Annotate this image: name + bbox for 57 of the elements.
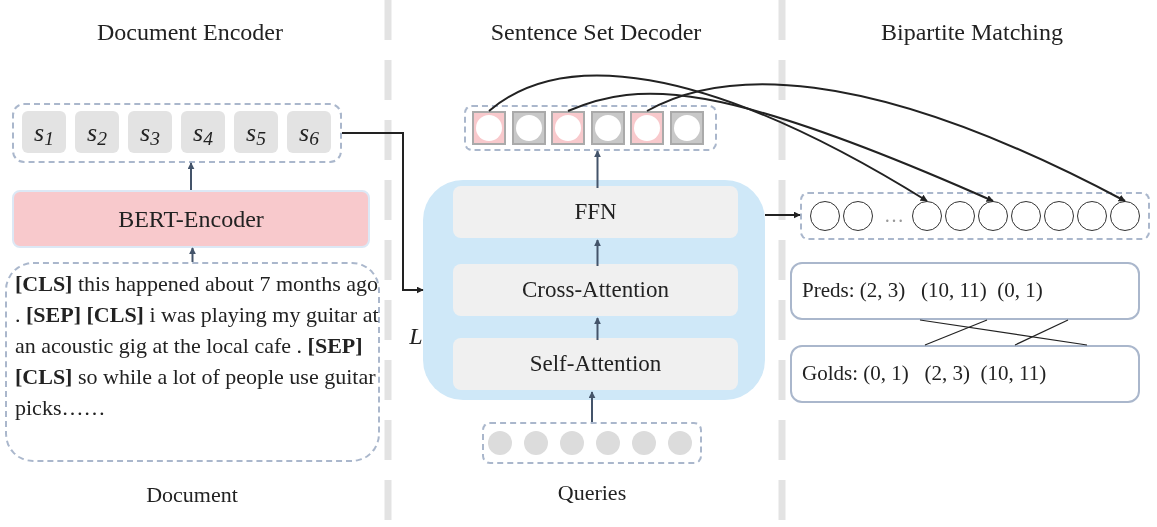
node-text: [CLS] this happened about 7 months ago . [SEP] [CLS] i was playing my guitar at an acoustic gig at the local cafe . [SEP] [CLS] so while a lot of people use guitar picks…… [15, 270, 380, 422]
arrow [189, 247, 196, 263]
node-text: FFN [574, 197, 617, 226]
query-group [482, 422, 702, 464]
ffn-layer [453, 186, 738, 238]
predictions-box [790, 262, 1140, 320]
node-text: s$_{1}$ [34, 116, 54, 152]
matching-line [919, 319, 1088, 346]
arrow [488, 74, 928, 202]
target-group [800, 192, 1150, 240]
arrow [594, 239, 601, 267]
node-caption: L [408, 322, 424, 351]
sentence-token [75, 111, 119, 153]
node-text: s$_{2}$ [87, 116, 107, 152]
output-slot [472, 111, 506, 145]
arrow [594, 317, 601, 341]
arrow [646, 83, 1126, 202]
sentence-token [287, 111, 331, 153]
self-attention-layer [453, 338, 738, 390]
arrow [187, 162, 195, 191]
node-text: Cross-Attention [522, 275, 669, 304]
node-text: Self-Attention [529, 349, 662, 378]
node-text: s$_{6}$ [299, 116, 319, 152]
matching-line [924, 319, 988, 346]
node-text: s$_{3}$ [140, 116, 160, 152]
sentence-group [12, 103, 342, 163]
output-slot [630, 111, 664, 145]
column-title: Sentence Set Decoder [489, 18, 703, 47]
cross-attention-layer [453, 264, 738, 316]
column-title: Document Encoder [96, 18, 284, 47]
node-text: s$_{4}$ [193, 116, 213, 152]
output-group [464, 105, 717, 151]
node-caption: Document [145, 481, 239, 509]
matching-line [1014, 319, 1069, 346]
arrow [594, 150, 601, 189]
node-text: s$_{5}$ [246, 116, 266, 152]
arrow [588, 391, 596, 423]
decoder-block [423, 180, 765, 400]
output-slot [590, 111, 625, 145]
sentence-token [22, 111, 66, 153]
node-text: Preds: (2, 3) (10, 11) (0, 1) [802, 277, 1043, 305]
column-title: Bipartite Matching [880, 18, 1064, 47]
document-box [5, 262, 380, 462]
arrow [764, 211, 801, 219]
arrow [341, 132, 424, 294]
node-text: BERT-Encoder [118, 205, 264, 234]
encoder-box [12, 190, 370, 248]
sentence-token [128, 111, 172, 153]
sentence-token [181, 111, 225, 153]
sentence-token [234, 111, 278, 153]
golds-box [790, 345, 1140, 403]
output-slot [669, 111, 704, 145]
ellipsis: … [883, 203, 905, 228]
output-slot [511, 111, 546, 145]
output-slot [551, 111, 585, 145]
node-text: Golds: (0, 1) (2, 3) (10, 11) [802, 360, 1047, 388]
node-caption: Queries [556, 479, 628, 507]
